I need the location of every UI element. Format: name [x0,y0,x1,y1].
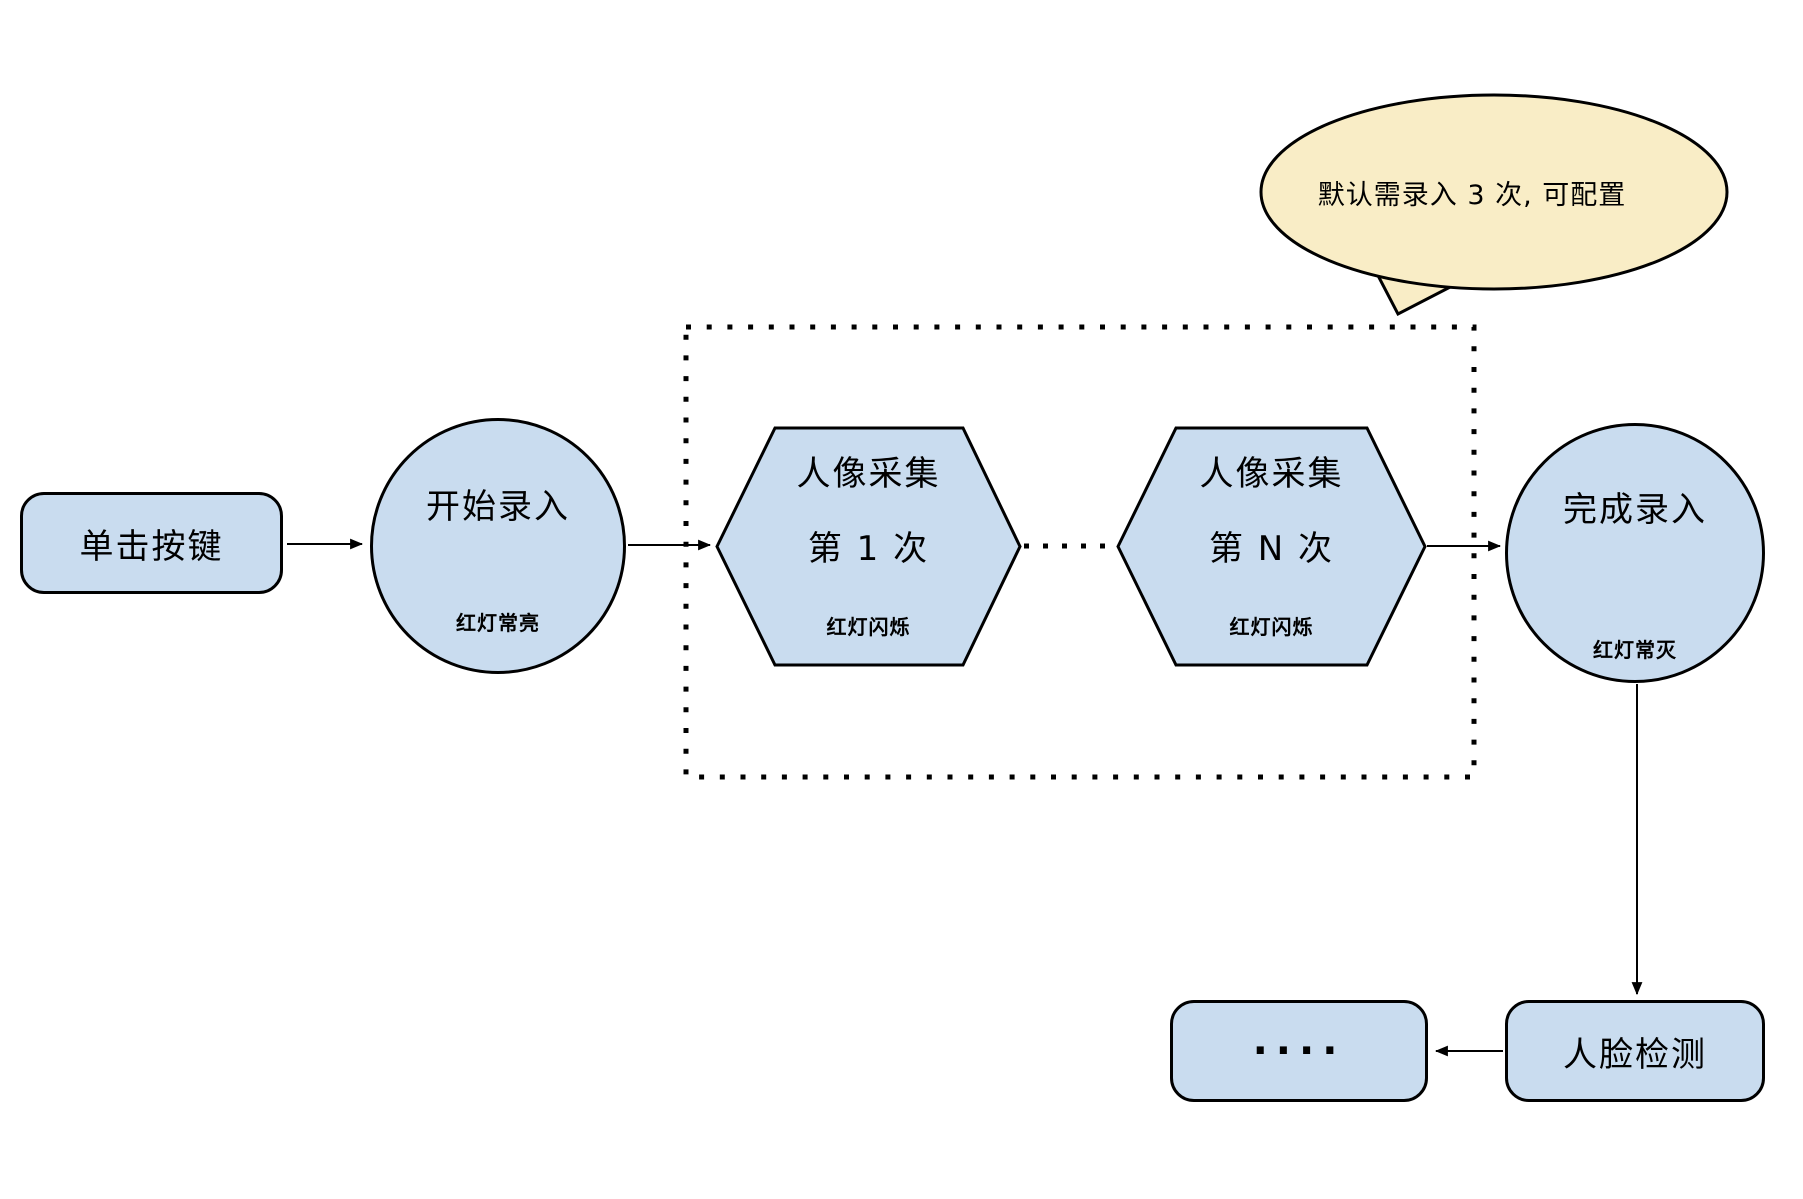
node-start-enroll-sublabel: 红灯常亮 [456,611,540,635]
node-face-detect-label: 人脸检测 [1563,1034,1707,1075]
hexagon-capture-first [715,426,1022,667]
node-start-enroll: 开始录入 红灯常亮 [370,418,626,674]
callout-bubble [1259,93,1729,291]
node-start-enroll-label: 开始录入 [426,487,570,527]
capture-group-dotted-border [683,324,1477,780]
node-finish-enroll: 完成录入 红灯常灭 [1505,423,1765,683]
node-ellipsis-step-label: .... [1252,1018,1346,1064]
node-finish-enroll-label: 完成录入 [1563,490,1707,530]
node-face-detect: 人脸检测 [1505,1000,1765,1102]
node-click-key: 单击按键 [20,492,283,594]
node-click-key-label: 单击按键 [79,526,224,567]
node-finish-enroll-sublabel: 红灯常灭 [1593,638,1677,662]
hexagon-capture-nth [1116,426,1427,667]
node-ellipsis-step: .... [1170,1000,1428,1102]
